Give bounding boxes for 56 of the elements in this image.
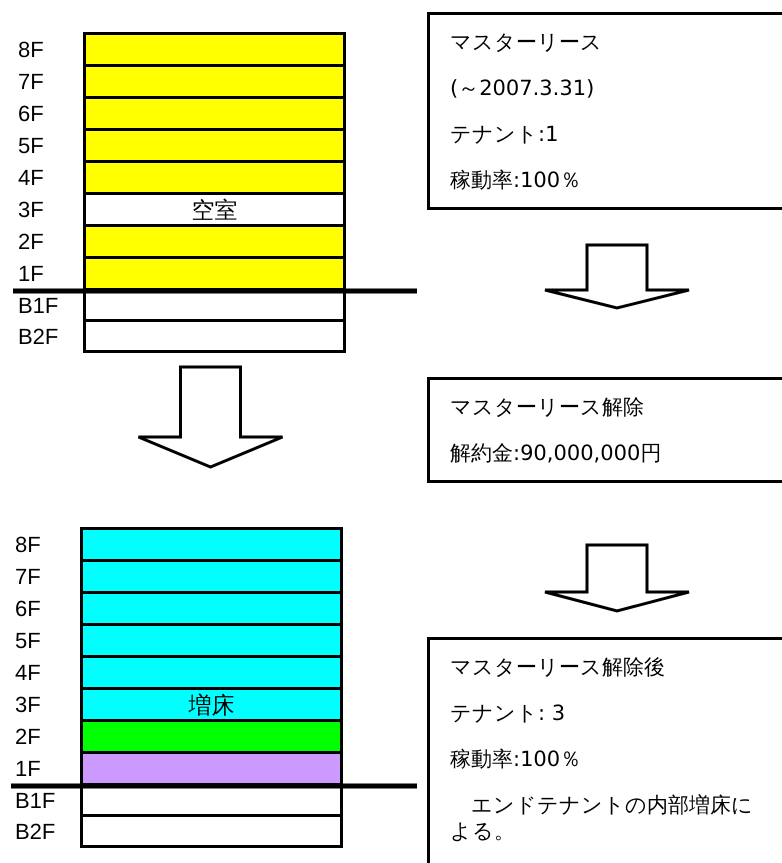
info-text: マスターリース解除後 — [450, 654, 666, 680]
floor-number: B2F — [18, 326, 58, 348]
info-box — [427, 12, 782, 210]
floor-number: 4F — [15, 662, 41, 684]
floor-bar — [86, 35, 343, 67]
floor-bar — [83, 722, 340, 754]
info-text: (～2007.3.31) — [450, 75, 596, 101]
floor-number: 5F — [18, 135, 44, 157]
floor-number: 2F — [18, 231, 44, 253]
floor-bar — [86, 131, 343, 163]
block-arrow — [137, 366, 284, 469]
floor-number: B1F — [15, 790, 56, 812]
floor-number: 5F — [15, 630, 41, 652]
floor-bar — [83, 626, 340, 658]
floor-label: 空室 — [190, 198, 238, 224]
floor-bar — [83, 530, 340, 562]
floor-number: 1F — [15, 758, 41, 780]
floor-number: 6F — [18, 103, 44, 125]
floor-bar — [86, 195, 343, 227]
building-outline — [83, 32, 346, 353]
floor-number: 1F — [18, 263, 44, 285]
info-text: マスターリース解除 — [450, 394, 645, 420]
floor-number: 7F — [15, 566, 41, 588]
floor-bar — [86, 99, 343, 131]
floor-bar — [83, 658, 340, 690]
info-text: 解約金:90,000,000円 — [450, 440, 662, 466]
info-text: 稼動率:100％ — [450, 746, 582, 772]
floor-label: 増床 — [188, 694, 236, 718]
floor-number: 2F — [15, 726, 41, 748]
floor-number: 6F — [15, 598, 41, 620]
floor-number: B2F — [15, 820, 56, 842]
floor-bar — [86, 163, 343, 195]
floor-number: 4F — [18, 167, 44, 189]
info-text: テナント: 3 — [450, 700, 566, 726]
floor-bar — [83, 754, 340, 786]
floor-bar — [86, 259, 343, 291]
floor-bar — [86, 67, 343, 99]
building-outline — [80, 527, 343, 848]
floor-bar — [86, 227, 343, 259]
info-text: マスターリース — [450, 29, 603, 55]
info-box — [427, 637, 782, 863]
info-text: エンドテナントの内部増床による。 — [450, 792, 754, 844]
floor-bar — [83, 690, 340, 722]
info-box — [427, 377, 782, 483]
block-arrow — [544, 544, 690, 613]
floor-bar — [83, 594, 340, 626]
block-arrow — [544, 244, 690, 310]
floor-number: 8F — [15, 534, 41, 556]
floor-number: 8F — [18, 39, 44, 61]
floor-number: 7F — [18, 71, 44, 93]
floor-number: B1F — [18, 294, 58, 316]
floor-number: 3F — [18, 199, 44, 221]
info-text: テナント:1 — [450, 121, 560, 147]
floor-bar — [83, 562, 340, 594]
info-text: 稼動率:100％ — [450, 167, 582, 193]
floor-number: 3F — [15, 694, 41, 716]
